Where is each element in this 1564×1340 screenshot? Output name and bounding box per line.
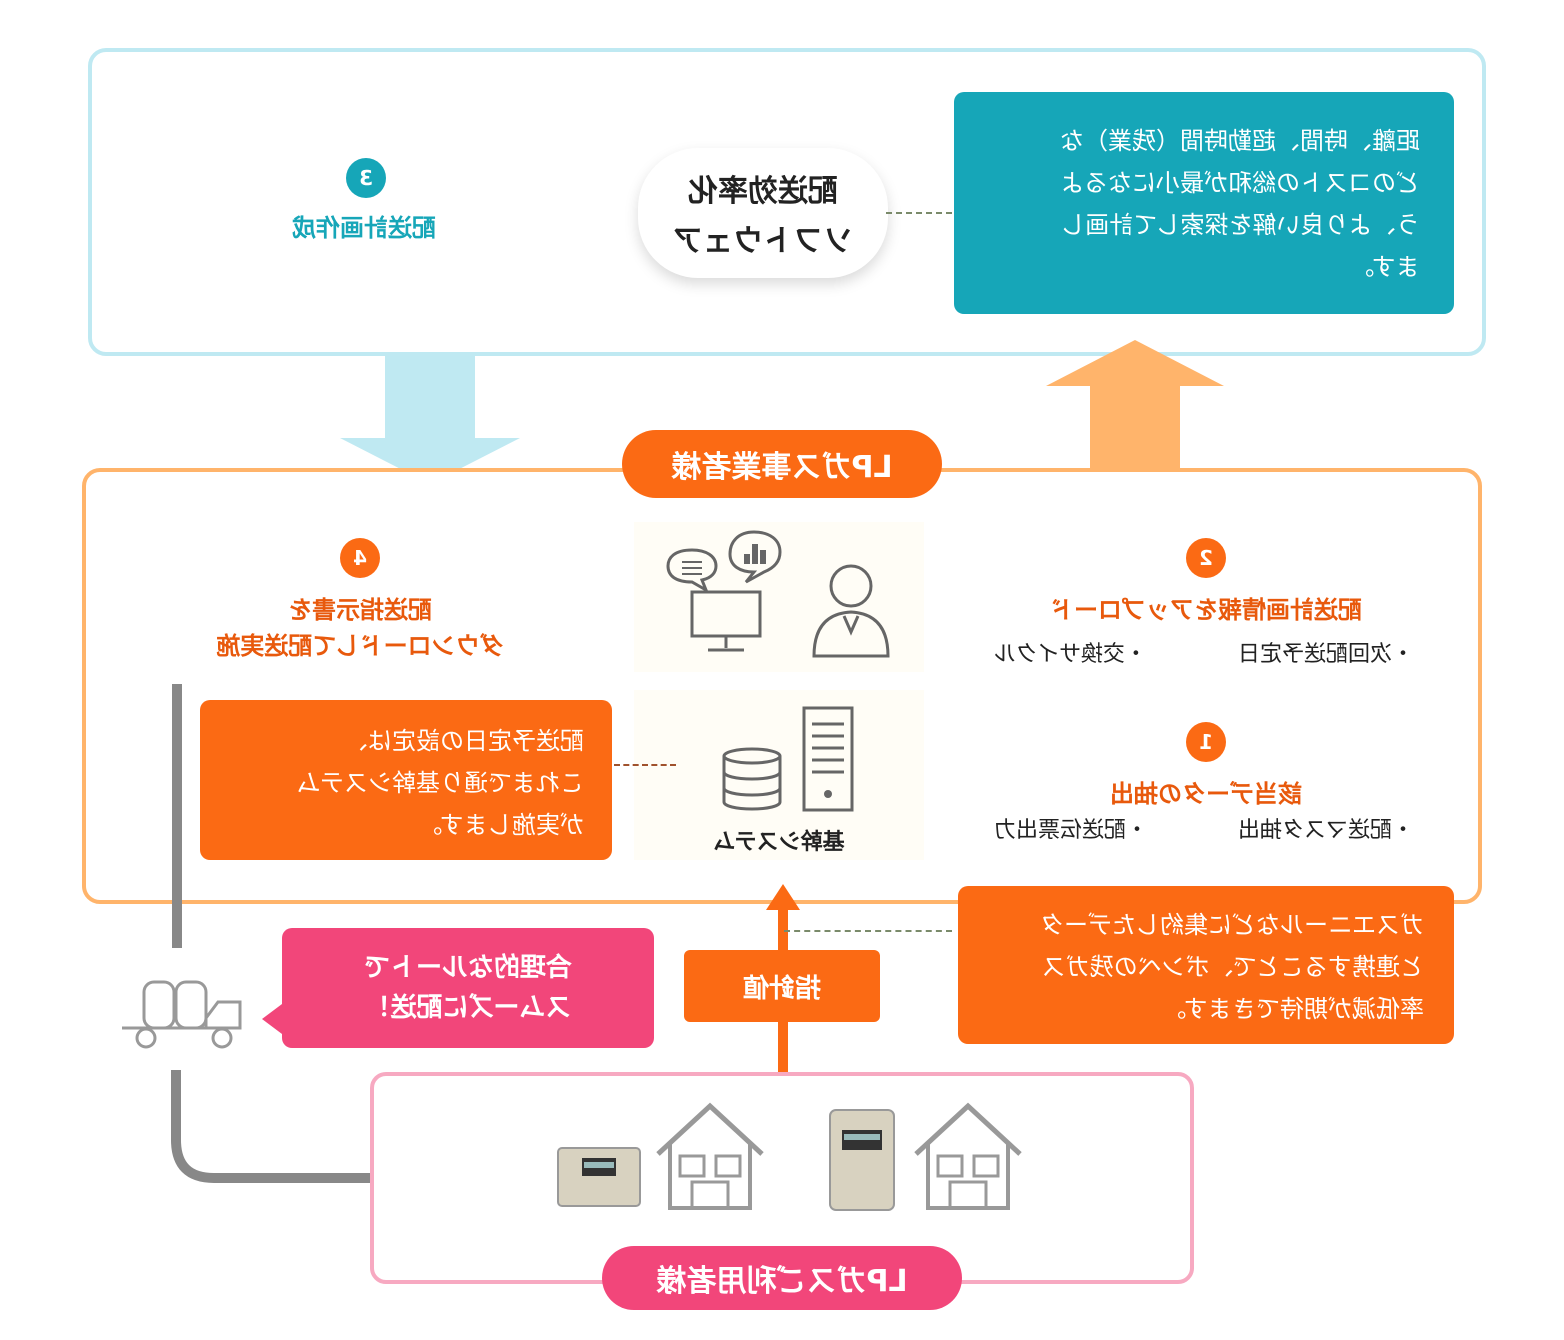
step-1-number: 1 <box>1199 730 1213 754</box>
smart-meter-callout: ガスエニールなどに集約したデータ と連携することで、ボンベの残ガス 率低減が期待… <box>958 886 1454 1044</box>
step-2-item-1: ・次回配送予定日 <box>1237 642 1414 667</box>
dashed-connector-system <box>614 764 676 766</box>
route-callout: 合理的なルートで スムーズに配送！ <box>282 928 654 1048</box>
smart-meter-callout-text: ガスエニールなどに集約したデータ と連携することで、ボンベの残ガス 率低減が期待… <box>1040 911 1424 1023</box>
chart-bubble-icon <box>728 530 782 584</box>
software-bubble-line2: ソフトウェア <box>673 224 853 259</box>
core-system-icon-group <box>634 690 924 860</box>
step-1-title: 該当データの抽出 <box>1110 780 1302 808</box>
gas-meter-icon <box>557 1147 641 1207</box>
meter-value-label: 指針値 <box>743 973 822 1004</box>
step-4-title-line1: 配送指示書を <box>288 596 432 624</box>
house-icon <box>656 1102 764 1210</box>
core-system-label: 基幹システム <box>713 830 845 855</box>
step-3-label: 配送計画作成 <box>292 214 436 242</box>
user-panel-title-text: LPガスご利用者様 <box>656 1264 908 1299</box>
route-callout-text: 合理的なルートで スムーズに配送！ <box>364 953 573 1023</box>
step-2-number: 2 <box>1199 546 1213 570</box>
business-panel-title: LPガス事業者様 <box>622 430 942 498</box>
step-4-title-line2: ダウンロードして配送実施 <box>216 632 504 660</box>
step-3-number: 3 <box>359 166 373 190</box>
operator-icon-group <box>634 522 924 672</box>
route-callout-tail <box>262 1004 282 1034</box>
dashed-connector-meter <box>784 930 952 932</box>
delivery-line-upper <box>172 684 182 948</box>
gas-meter-icon <box>829 1109 895 1211</box>
step-1-items: ・配送マスタ抽出 ・配送伝票出力 <box>994 812 1414 844</box>
house-icon <box>914 1102 1022 1210</box>
truck-icon <box>122 980 242 1049</box>
step-2-title: 配送計画情報をアップロード <box>1050 596 1362 624</box>
step-2-badge: 2 <box>1186 538 1226 578</box>
user-panel-title: LPガスご利用者様 <box>602 1246 962 1310</box>
step-1-badge: 1 <box>1186 722 1226 762</box>
software-bubble-line1: 配送効率化 <box>688 174 838 209</box>
database-icon <box>722 747 782 811</box>
business-panel-title-text: LPガス事業者様 <box>671 450 893 485</box>
meter-value-box: 指針値 <box>684 950 880 1022</box>
software-bubble: 配送効率化 ソフトウェア <box>638 148 888 278</box>
step-2-items: ・次回配送予定日 ・交換サイクル <box>994 636 1414 668</box>
chat-bubble-icon <box>666 548 718 594</box>
up-arrow <box>1046 340 1224 470</box>
optimization-callout-text: 距離、時間、超勤時間（残業）な どのコストの総和が最小になるよ う、より良い解を… <box>1060 127 1420 281</box>
person-icon <box>812 564 890 658</box>
step-1-item-2: ・配送伝票出力 <box>994 818 1149 843</box>
down-arrow <box>340 356 520 484</box>
computer-icon <box>690 590 762 652</box>
step-4-number: 4 <box>353 546 367 570</box>
meter-value-arrow-head <box>766 884 800 910</box>
core-system-callout: 配送予定日の設定は、 これまで通り基幹システム が実施します。 <box>200 700 612 860</box>
step-4-badge: 4 <box>340 538 380 578</box>
step-1-item-1: ・配送マスタ抽出 <box>1237 818 1414 843</box>
step-3-badge: 3 <box>346 158 386 198</box>
core-system-callout-text: 配送予定日の設定は、 これまで通り基幹システム が実施します。 <box>296 727 584 839</box>
server-icon <box>802 706 854 812</box>
optimization-callout: 距離、時間、超勤時間（残業）な どのコストの総和が最小になるよ う、より良い解を… <box>954 92 1454 314</box>
step-2-item-2: ・交換サイクル <box>994 642 1147 667</box>
